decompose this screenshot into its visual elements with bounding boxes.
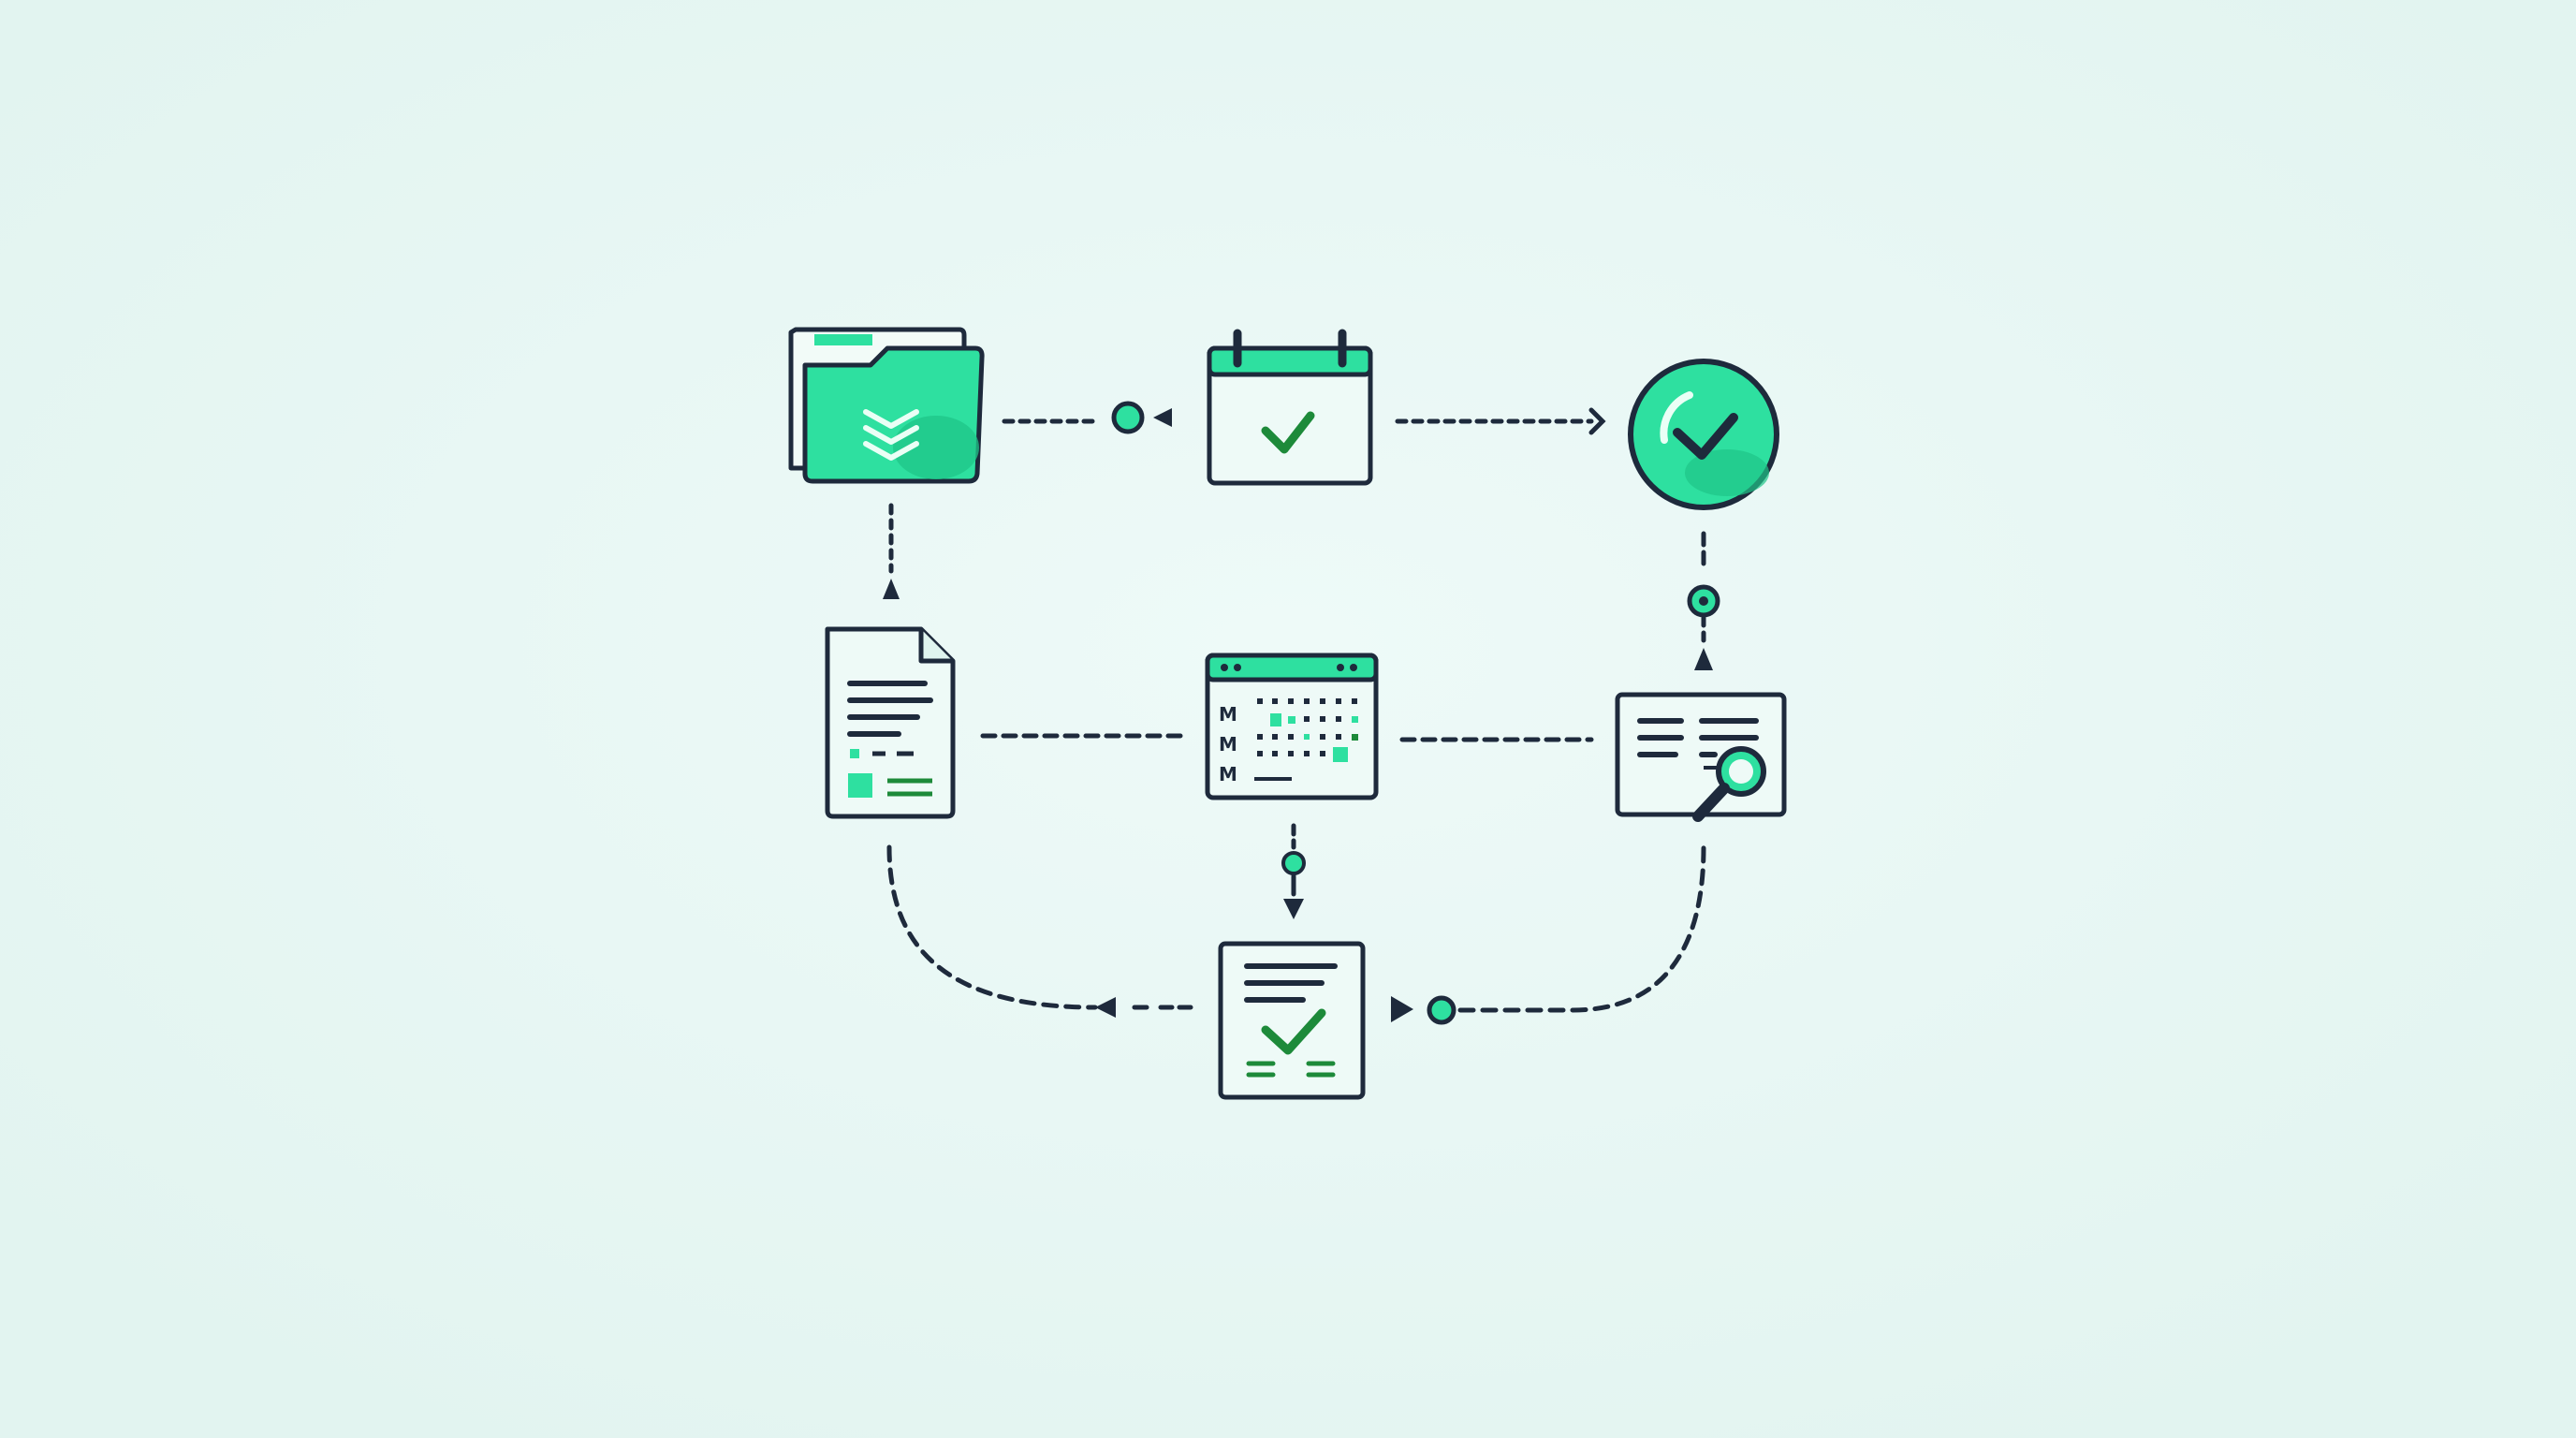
edge-checklist-document (886, 844, 1193, 1018)
schedule-grid-icon (1205, 653, 1379, 800)
document-icon (825, 626, 956, 819)
edge-checklist-review (1391, 844, 1706, 1025)
schedule-row-label: M (1219, 763, 1237, 785)
edge-calendar-folder (1002, 401, 1172, 434)
edge-schedule-checklist (1281, 823, 1306, 919)
connectors (883, 401, 1720, 1025)
folder-icon (788, 327, 985, 484)
edge-review-approved (1687, 531, 1720, 670)
search-card-icon (1615, 692, 1787, 822)
schedule-row-label: M (1219, 733, 1237, 756)
edge-document-folder (883, 503, 900, 599)
checkmark-circle-icon (1628, 359, 1779, 510)
edge-calendar-approved (1395, 407, 1606, 435)
checklist-document-icon (1218, 941, 1366, 1100)
calendar-check-icon (1207, 329, 1373, 486)
schedule-row-label: M (1219, 703, 1237, 726)
